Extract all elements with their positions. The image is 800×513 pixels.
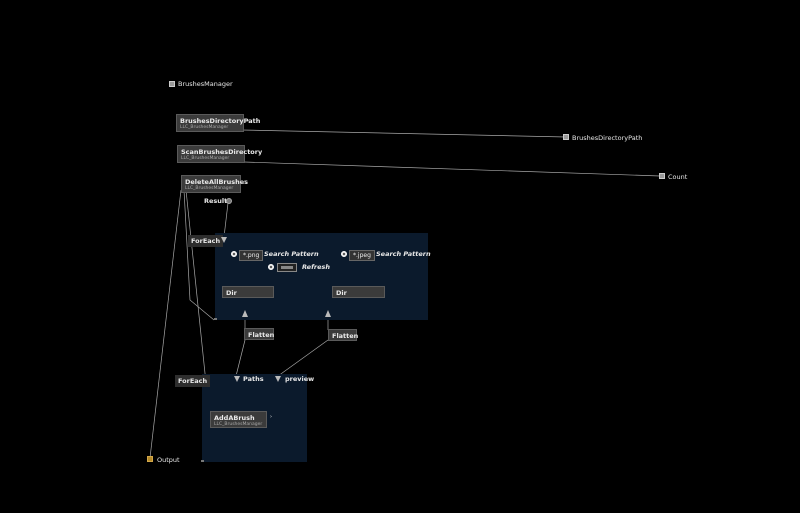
output-port-brushes-directory-path[interactable] <box>563 134 569 140</box>
foreach-frame-1[interactable] <box>215 233 428 320</box>
preview-port-label: preview <box>285 375 315 383</box>
node-title: ScanBrushesDirectory <box>181 148 263 156</box>
node-dir-1[interactable]: Dir <box>222 286 274 298</box>
png-pattern-value[interactable]: *.png <box>239 250 264 261</box>
result-port[interactable] <box>226 198 232 204</box>
refresh-button[interactable] <box>277 263 297 272</box>
output-label-brushes-directory-path: BrushesDirectoryPath <box>572 134 643 142</box>
frame-resize-handle[interactable] <box>201 460 204 462</box>
node-more-icon[interactable]: › <box>247 118 249 124</box>
node-more-icon[interactable]: › <box>270 414 272 420</box>
frame-resize-handle[interactable] <box>214 318 217 320</box>
output-port[interactable] <box>147 456 153 462</box>
flatten-1-output-icon[interactable] <box>242 310 248 317</box>
jpeg-pattern-radio[interactable] <box>341 251 347 257</box>
node-subtitle: LLC_BrushesManager <box>185 186 234 191</box>
node-brushes-directory-path[interactable]: BrushesDirectoryPath LLC_BrushesManager <box>176 114 261 132</box>
node-more-icon[interactable]: › <box>248 149 250 155</box>
node-title: BrushesDirectoryPath <box>180 117 261 125</box>
node-flatten-2[interactable]: Flatten <box>328 329 359 341</box>
node-title: AddABrush <box>214 414 255 422</box>
flatten-2-output-icon[interactable] <box>325 310 331 317</box>
refresh-label: Refresh <box>302 263 331 271</box>
output-port-count[interactable] <box>659 173 665 179</box>
refresh-radio[interactable] <box>268 264 274 270</box>
node-more-icon[interactable]: › <box>244 179 246 185</box>
paths-input-icon[interactable] <box>234 376 240 382</box>
node-title: Dir <box>336 289 347 297</box>
node-scan-brushes-directory[interactable]: ScanBrushesDirectory LLC_BrushesManager <box>177 145 263 163</box>
node-title: Flatten <box>248 331 275 339</box>
frame-input-icon[interactable] <box>221 237 227 243</box>
jpeg-pattern-value[interactable]: *.jpeg <box>349 250 375 261</box>
foreach-frame-2-label[interactable]: ForEach <box>175 375 211 387</box>
paths-port-label: Paths <box>243 375 264 383</box>
output-label-count: Count <box>668 173 688 181</box>
node-delete-all-brushes[interactable]: DeleteAllBrushes LLC_BrushesManager <box>181 175 249 193</box>
node-flatten-1[interactable]: Flatten <box>244 328 274 340</box>
root-node-port[interactable] <box>169 81 175 87</box>
node-title: Dir <box>226 289 237 297</box>
output-label: Output <box>157 456 180 464</box>
root-node-label: BrushesManager <box>178 80 233 88</box>
png-pattern-radio[interactable] <box>231 251 237 257</box>
node-subtitle: LLC_BrushesManager <box>180 125 229 130</box>
search-pattern-label-jpeg: Search Pattern <box>376 250 431 258</box>
node-subtitle: LLC_BrushesManager <box>181 156 230 161</box>
result-port-label: Result <box>204 197 228 205</box>
node-dir-2[interactable]: Dir <box>332 286 385 298</box>
foreach-frame-1-label[interactable]: ForEach <box>188 235 224 247</box>
node-add-a-brush[interactable]: AddABrush LLC_BrushesManager <box>210 411 267 428</box>
node-title: Flatten <box>332 332 359 340</box>
node-subtitle: LLC_BrushesManager <box>214 422 263 427</box>
node-title: DeleteAllBrushes <box>185 178 249 186</box>
search-pattern-label-png: Search Pattern <box>264 250 319 258</box>
preview-input-icon[interactable] <box>275 376 281 382</box>
